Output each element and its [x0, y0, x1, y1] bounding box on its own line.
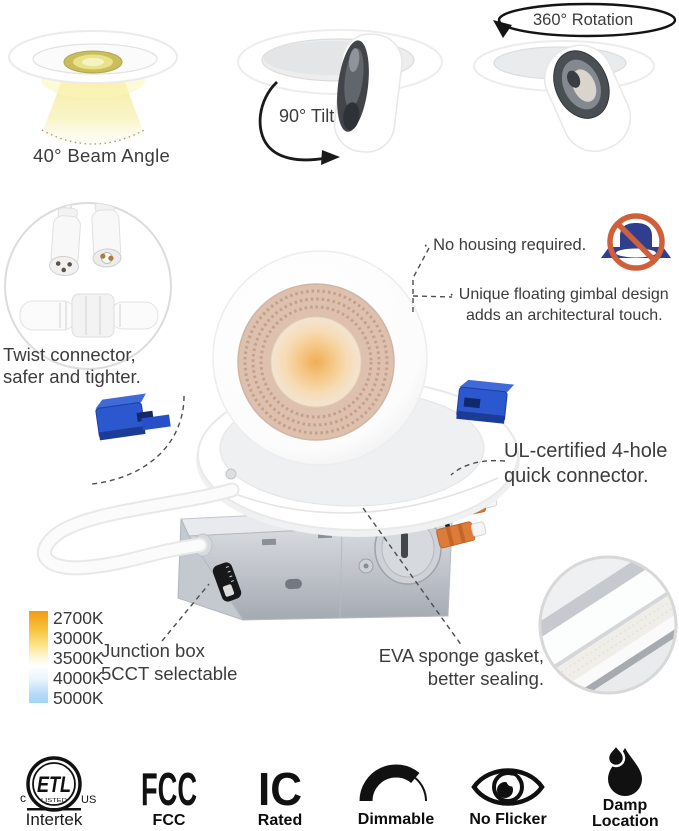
ic-rated-label: Rated [257, 812, 303, 829]
damp-location-icon [606, 742, 642, 796]
fcc-label: FCC [152, 812, 186, 829]
etl-glyph: ETL [37, 772, 71, 797]
tilt-arrowhead [321, 150, 340, 165]
no-housing-caption: · No housing required. [423, 236, 587, 254]
tilt-label: 90° Tilt [279, 106, 335, 126]
rotation-label: 360° Rotation [533, 11, 634, 29]
cct-label-5000k: 5000K [53, 688, 104, 708]
dimmable-label: Dimmable [357, 811, 435, 828]
mounting-clip-right [456, 379, 515, 424]
beam-angle-label: 40° Beam Angle [33, 145, 171, 166]
fcc-logo: FCC [141, 763, 197, 815]
etl-listed-text: LISTED [41, 798, 67, 804]
fixture-tilt [237, 29, 443, 165]
rotation-arrowhead [493, 20, 512, 38]
cct-gradient-bar [29, 611, 48, 703]
no-housing-icon [601, 213, 671, 271]
gimbal-caption-line1: · Unique floating gimbal design [449, 286, 669, 303]
cct-label-2700k: 2700K [53, 608, 104, 628]
twist-connector-photo [4, 202, 172, 370]
intertek-label: Intertek [25, 810, 83, 829]
gimbal-line [412, 295, 453, 298]
twist-connector-caption-line2: safer and tighter. [3, 366, 141, 387]
dimmable-icon [359, 764, 428, 802]
etl-us-text: US [81, 794, 96, 806]
junction-line [161, 583, 210, 642]
callout-lines [91, 247, 506, 647]
cct-label-4000k: 4000K [53, 668, 104, 688]
cct-label-3500k: 3500K [53, 648, 104, 668]
damp-location-label-line2: Location [592, 813, 659, 830]
junction-box-caption-line1: Junction box [101, 640, 205, 661]
cct-label-3000k: 3000K [53, 628, 104, 648]
gasket-closeup [538, 555, 678, 695]
no-flicker-label: No Flicker [469, 811, 547, 828]
damp-location-label-line1: Damp [602, 797, 648, 814]
ic-logo: IC [258, 763, 302, 815]
junction-box-caption-line2: 5CCT selectable [101, 663, 238, 684]
no-housing-line [412, 247, 430, 312]
no-flicker-icon [471, 768, 545, 806]
gimbal-caption-line2: adds an architectural touch. [466, 307, 663, 324]
gasket-caption-line2: better sealing. [427, 668, 544, 689]
twist-connector-caption-line1: Twist connector, [3, 344, 136, 365]
quick-connector-caption-line1: UL-certified 4-hole [504, 440, 668, 462]
cct-switch [212, 562, 242, 602]
gasket-caption-line1: EVA sponge gasket, [378, 645, 544, 666]
etl-logo: ETL LISTED c US [20, 756, 96, 812]
gasket-line [362, 507, 463, 647]
etl-c-text: c [20, 791, 26, 805]
twist-line [91, 395, 185, 485]
quick-connector-caption-line2: quick connector. [504, 465, 649, 487]
fixture-beam-angle [8, 30, 178, 148]
mounting-clip-left [95, 393, 171, 441]
fixture-rotation [473, 2, 677, 152]
downlight-product [37, 250, 520, 576]
led-lens [270, 316, 362, 408]
